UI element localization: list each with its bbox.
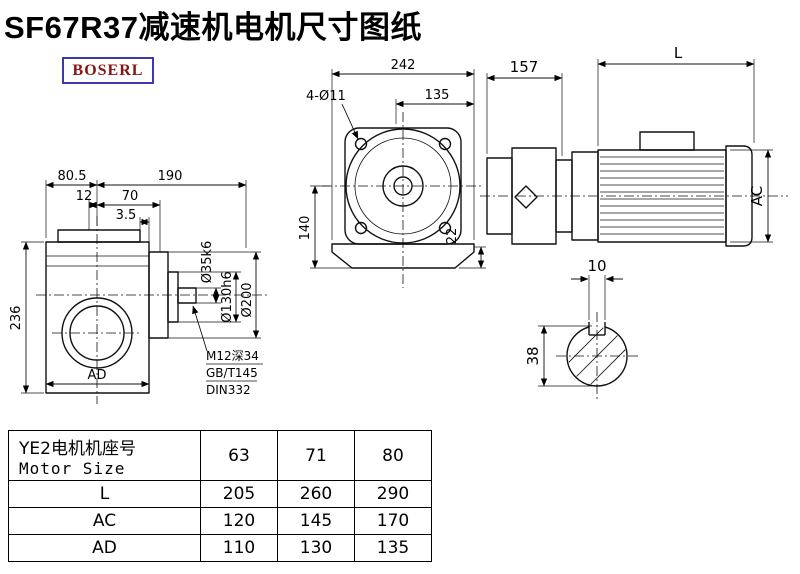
terminal-box	[639, 131, 695, 151]
dim-bolt-holes: 4-Ø11	[306, 89, 346, 104]
dim-190: 190	[158, 169, 183, 184]
table-row-AD: AD 110 130 135	[8, 534, 432, 562]
gearbox-top-plate	[57, 229, 141, 243]
shaft-spigot	[167, 271, 179, 323]
dim-12: 12	[76, 189, 93, 204]
motor-dimensions: 157 L AC	[486, 44, 773, 243]
dim-spigot-dia: Ø130h6	[220, 271, 235, 323]
fan-cover	[725, 145, 753, 247]
page-title: SF67R37减速机电机尺寸图纸	[4, 10, 422, 45]
motor-size-label-en: Motor Size	[19, 458, 126, 478]
bore-circle	[393, 176, 413, 196]
dim-key-width: 10	[587, 257, 606, 275]
gearbox-side-view	[36, 216, 268, 404]
note-din-standard: DIN332	[206, 383, 251, 397]
dim-22: 22	[445, 228, 460, 245]
AD-value-63: 110	[200, 534, 278, 562]
dim-140: 140	[298, 216, 313, 241]
dim-236: 236	[9, 306, 24, 331]
cooling-fins	[600, 156, 724, 235]
AD-value-71: 130	[277, 534, 355, 562]
output-bore-outer	[61, 297, 133, 369]
dim-135: 135	[425, 88, 450, 103]
dim-242: 242	[391, 58, 416, 73]
boserl-logo: BOSERL	[62, 57, 154, 84]
AC-value-71: 145	[277, 507, 355, 535]
leader-line	[341, 103, 359, 140]
flange-front-view	[322, 112, 484, 288]
table-row-AC: AC 120 145 170	[8, 507, 432, 535]
row-label-AD: AD	[8, 534, 201, 562]
dim-70: 70	[122, 189, 139, 204]
row-label-L: L	[8, 480, 201, 508]
size-71-cell: 71	[277, 430, 355, 481]
L-value-71: 260	[277, 480, 355, 508]
bolt-hole	[438, 221, 452, 235]
boserl-logo-text: BOSERL	[72, 61, 144, 79]
output-shaft	[177, 287, 197, 304]
table-header-row: YE2电机机座号 Motor Size 63 71 80	[8, 430, 432, 481]
output-bore-inner	[69, 305, 125, 361]
note-tapped-hole: M12深34	[206, 349, 259, 363]
dim-3-5: 3.5	[116, 208, 137, 223]
leader-line	[192, 305, 208, 352]
L-value-80: 290	[354, 480, 432, 508]
bolt-hole	[354, 137, 368, 151]
bolt-hole	[438, 137, 452, 151]
motor-side-view	[480, 131, 788, 247]
size-63-cell: 63	[200, 430, 278, 481]
AC-value-80: 170	[354, 507, 432, 535]
housing-bottom	[331, 243, 475, 269]
motor-size-header: YE2电机机座号 Motor Size	[8, 430, 201, 481]
vent-plug-icon	[514, 185, 538, 209]
dim-flange-dia: Ø200	[240, 282, 255, 317]
gearbox-dimensions: 80.5 190 12 70 3.5 236 AD Ø35k6	[9, 169, 263, 397]
bolt-circle	[354, 137, 452, 235]
motor-dimension-table: YE2电机机座号 Motor Size 63 71 80 L 205 260 2…	[8, 430, 432, 562]
table-row-L: L 205 260 290	[8, 480, 432, 508]
dim-AC: AC	[748, 186, 766, 206]
dim-157: 157	[510, 58, 539, 76]
flange-circle	[345, 128, 461, 244]
bolt-hole	[354, 221, 368, 235]
technical-drawing: 80.5 190 12 70 3.5 236 AD Ø35k6	[9, 44, 788, 404]
dim-AD: AD	[88, 368, 107, 383]
note-gb-standard: GB/T145	[206, 366, 258, 380]
size-80-cell: 80	[354, 430, 432, 481]
dim-80-5: 80.5	[58, 169, 87, 184]
boss-circle	[382, 165, 424, 207]
motor-size-label-cn: YE2电机机座号	[19, 438, 136, 459]
AC-value-63: 120	[200, 507, 278, 535]
row-label-AC: AC	[8, 507, 201, 535]
shaft-section-view	[556, 312, 638, 400]
dim-L: L	[674, 44, 683, 62]
AD-value-80: 135	[354, 534, 432, 562]
dim-shaft-dia: Ø35k6	[200, 241, 215, 284]
flange-dimensions: 242 135 4-Ø11 140 22	[298, 58, 486, 269]
L-value-63: 205	[200, 480, 278, 508]
shaft-dimensions: 10 38	[524, 257, 623, 387]
dim-shaft-section-dia: 38	[524, 346, 542, 365]
